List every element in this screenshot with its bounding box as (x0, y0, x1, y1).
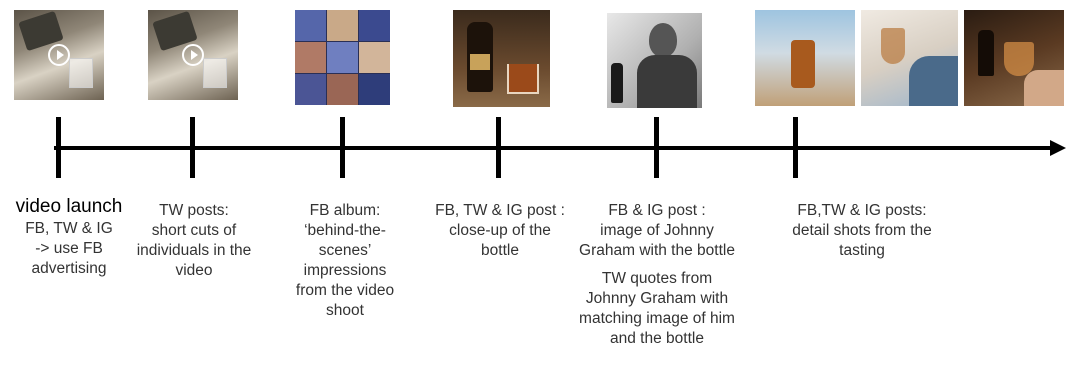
timeline-arrow-icon (1050, 140, 1066, 156)
hand-shape (909, 56, 958, 106)
play-icon[interactable] (48, 44, 70, 66)
thumbnail-tasting-2 (861, 10, 958, 106)
event-text-line: detail shots from the (792, 222, 932, 239)
timeline-tick (340, 117, 345, 178)
event-text-line: short cuts of (151, 222, 237, 239)
event-label-video-launch: video launch FB, TW & IG -> use FB adver… (4, 196, 134, 279)
portrait-body (637, 55, 697, 108)
bottle-shape (611, 63, 623, 103)
timeline-tick (56, 117, 61, 178)
event-text-line: advertising (31, 260, 107, 277)
event-text-line: Graham with the bottle (579, 242, 735, 259)
event-text-line: -> use FB (35, 240, 103, 257)
hand-shape (1024, 70, 1064, 106)
thumbnail-bottle-closeup (453, 10, 550, 107)
bottle-shape (978, 30, 994, 76)
thumbnail-tasting-1 (755, 10, 855, 106)
event-text-line: FB, TW & IG post : (435, 202, 565, 219)
collage-tile (295, 42, 326, 73)
timeline-tick (496, 117, 501, 178)
event-text-line: FB,TW & IG posts: (797, 202, 927, 219)
event-text-line: TW quotes from (601, 270, 713, 287)
collage-tile (327, 74, 358, 105)
timeline-tick (654, 117, 659, 178)
collage-tile (359, 10, 390, 41)
event-text-line: image of Johnny (600, 222, 714, 239)
event-text-line: individuals in the (136, 242, 252, 259)
event-text-line: TW posts: (159, 202, 229, 219)
event-text-line: FB & IG post : (608, 202, 706, 219)
event-text-line: from the video (295, 282, 395, 299)
event-label-johnny-graham: FB & IG post : image of Johnny Graham wi… (572, 201, 742, 349)
portrait-head (649, 23, 677, 57)
thumbnail-johnny-graham (607, 13, 702, 108)
collage-tile (359, 42, 390, 73)
event-text-line: close-up of the (449, 222, 551, 239)
event-text-line: bottle (481, 242, 519, 259)
collage-tile (327, 42, 358, 73)
glass-shape (69, 58, 93, 88)
event-label-tasting: FB,TW & IG posts: detail shots from the … (772, 201, 952, 261)
event-text-line: matching image of him (579, 310, 735, 327)
glass-shape (1004, 42, 1034, 76)
event-label-fb-album: FB album: ‘behind-the- scenes’ impressio… (283, 201, 407, 321)
bottle-shape (791, 40, 815, 88)
event-title: video launch (15, 196, 123, 217)
event-text-line: shoot (326, 302, 364, 319)
thumbnail-fb-album (295, 10, 390, 105)
event-text-line: ‘behind-the- (304, 222, 386, 239)
timeline-tick (190, 117, 195, 178)
event-text-line: FB, TW & IG (25, 220, 113, 237)
timeline-tick (793, 117, 798, 178)
timeline-axis (54, 146, 1054, 150)
collage-tile (359, 74, 390, 105)
collage-tile (327, 10, 358, 41)
event-text-line: Johnny Graham with (585, 290, 729, 307)
event-label-tw-posts: TW posts: short cuts of individuals in t… (124, 201, 264, 281)
event-text-line: and the bottle (610, 330, 704, 347)
event-label-bottle-closeup: FB, TW & IG post : close-up of the bottl… (420, 201, 580, 261)
glass-shape (881, 28, 905, 64)
thumbnail-video-launch (14, 10, 104, 100)
play-icon[interactable] (182, 44, 204, 66)
event-text-line: FB album: (309, 202, 381, 219)
event-text-line: tasting (839, 242, 885, 259)
thumbnail-tw-posts (148, 10, 238, 100)
event-text-line: video (175, 262, 213, 279)
collage-tile (295, 74, 326, 105)
glass-shape (507, 64, 539, 94)
event-text-line: scenes’ (318, 242, 372, 259)
event-text-line: impressions (303, 262, 387, 279)
thumbnail-tasting-3 (964, 10, 1064, 106)
glass-shape (203, 58, 227, 88)
bottle-label (470, 54, 490, 70)
collage-tile (295, 10, 326, 41)
